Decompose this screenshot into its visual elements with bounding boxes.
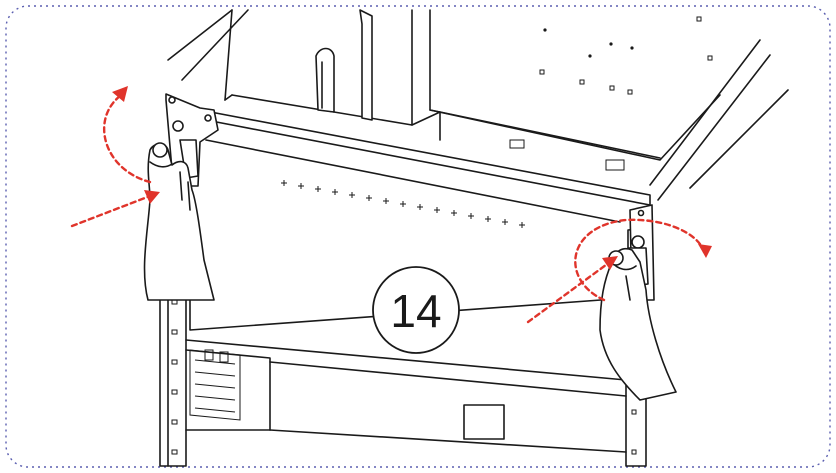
right-hand	[599, 247, 677, 401]
step-badge: 14	[372, 266, 460, 354]
front-panel	[189, 109, 651, 331]
rotate-arrow-icon	[103, 86, 152, 184]
push-arrow-icon	[526, 256, 618, 324]
step-number: 14	[390, 285, 441, 337]
left-hand	[143, 142, 215, 301]
screw-marks	[281, 180, 525, 228]
dotted-frame	[5, 5, 831, 468]
push-arrow-icon	[70, 190, 160, 228]
rack-top-frame	[167, 9, 789, 201]
rotate-arrow-icon	[574, 218, 712, 302]
